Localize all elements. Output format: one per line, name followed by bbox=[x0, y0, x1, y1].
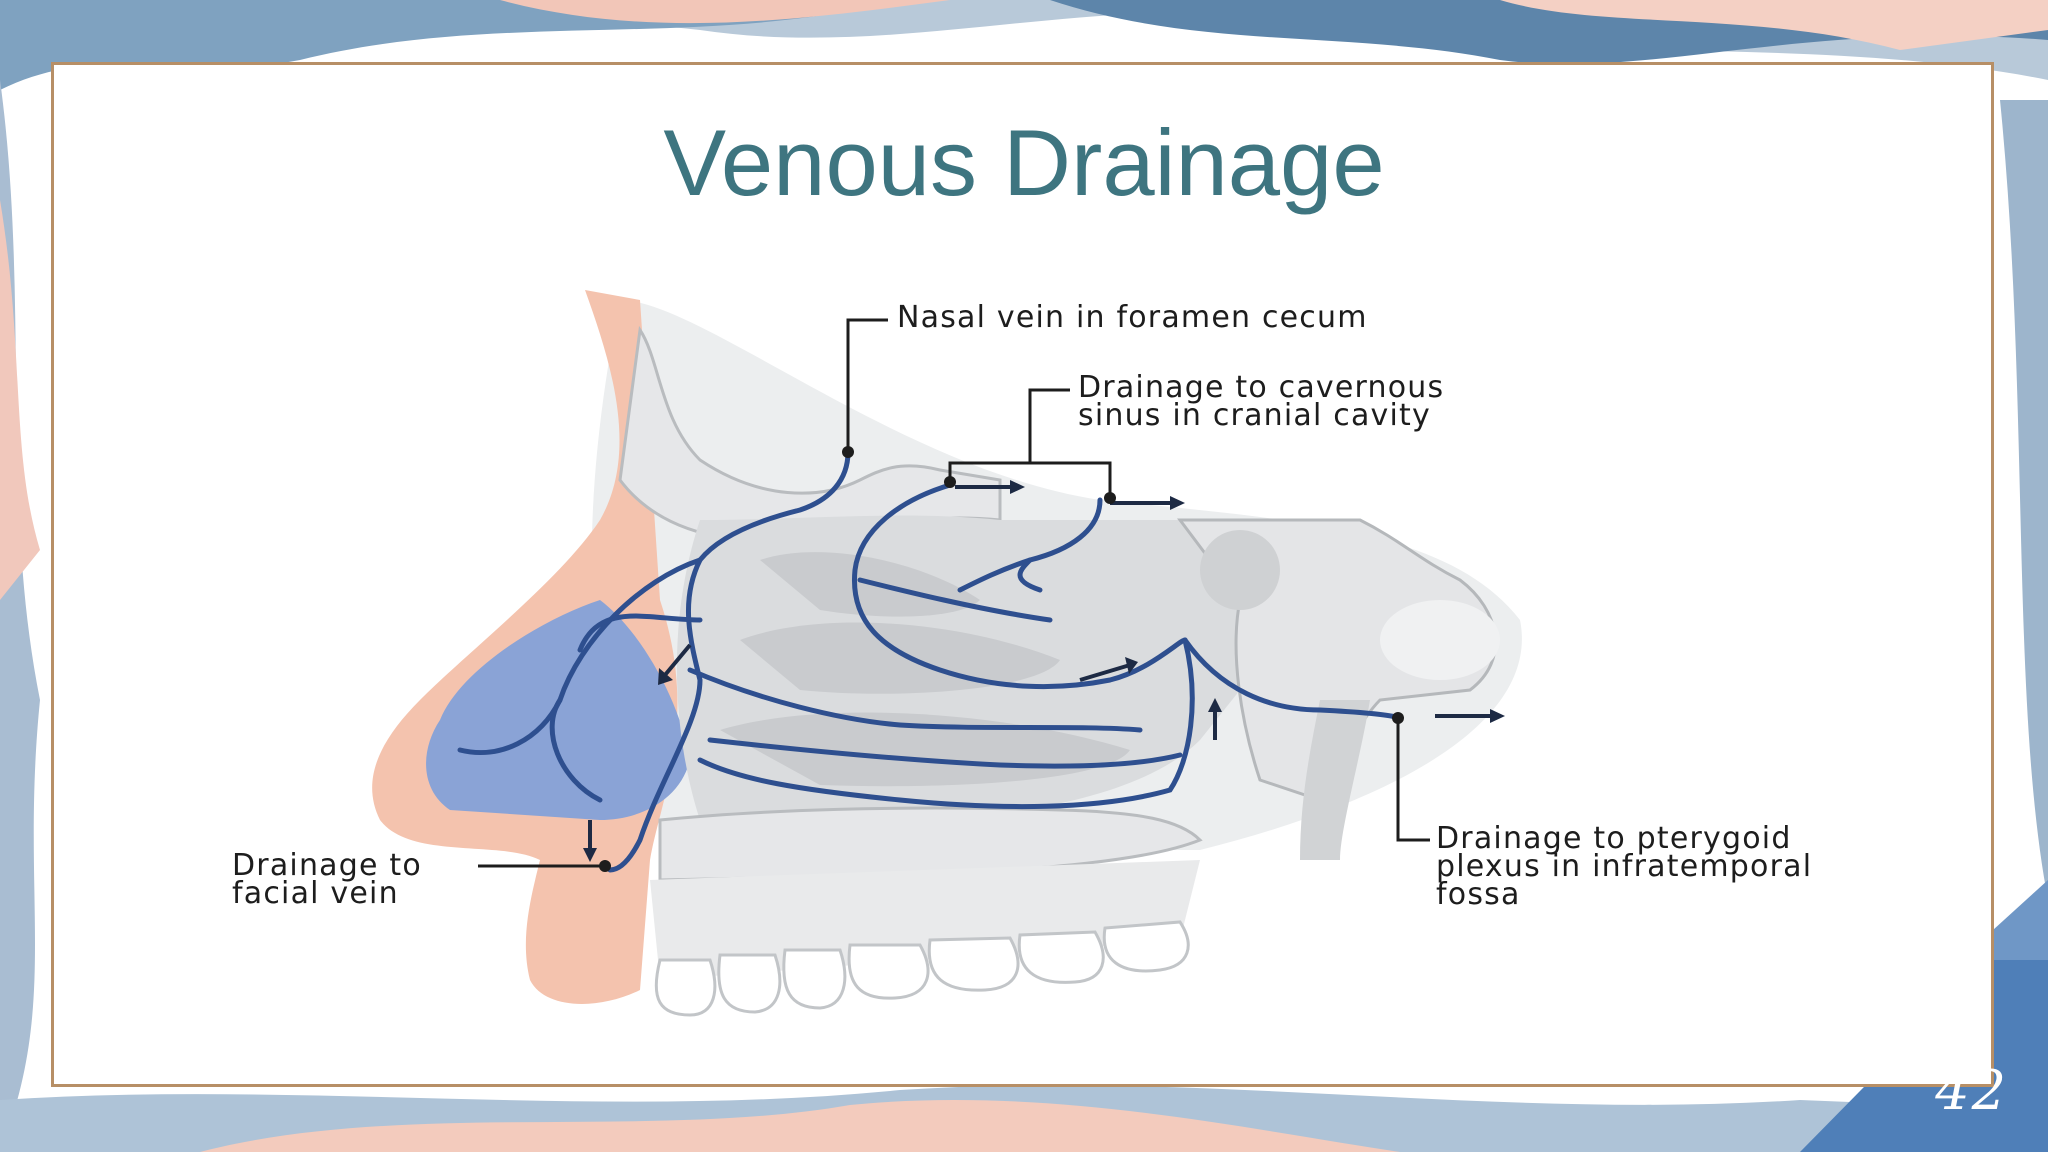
label-facial-vein: Drainage to facial vein bbox=[232, 848, 422, 911]
slide-title: Venous Drainage bbox=[663, 110, 1385, 215]
middle-concha bbox=[740, 622, 1060, 694]
sphenoid-recess bbox=[1380, 600, 1500, 680]
pharyngeal-wall bbox=[1300, 700, 1370, 860]
drainage-arrowheads bbox=[583, 480, 1505, 862]
vein-network bbox=[457, 449, 1403, 873]
nasal-vestibule bbox=[426, 600, 690, 820]
label-cavernous-sinus: Drainage to cavernous sinus in cranial c… bbox=[1078, 370, 1445, 433]
leader-lines bbox=[478, 318, 1430, 868]
drainage-arrows bbox=[588, 485, 1490, 850]
label-nasal-vein: Nasal vein in foramen cecum bbox=[897, 300, 1368, 335]
leader-dots bbox=[599, 446, 1404, 872]
upper-teeth bbox=[654, 920, 1190, 1017]
page-number: 42 bbox=[1935, 1059, 2008, 1122]
sphenoid-sinus-opening bbox=[1200, 530, 1280, 610]
label-pterygoid-plexus: Drainage to pterygoid plexus in infratem… bbox=[1436, 821, 1813, 912]
